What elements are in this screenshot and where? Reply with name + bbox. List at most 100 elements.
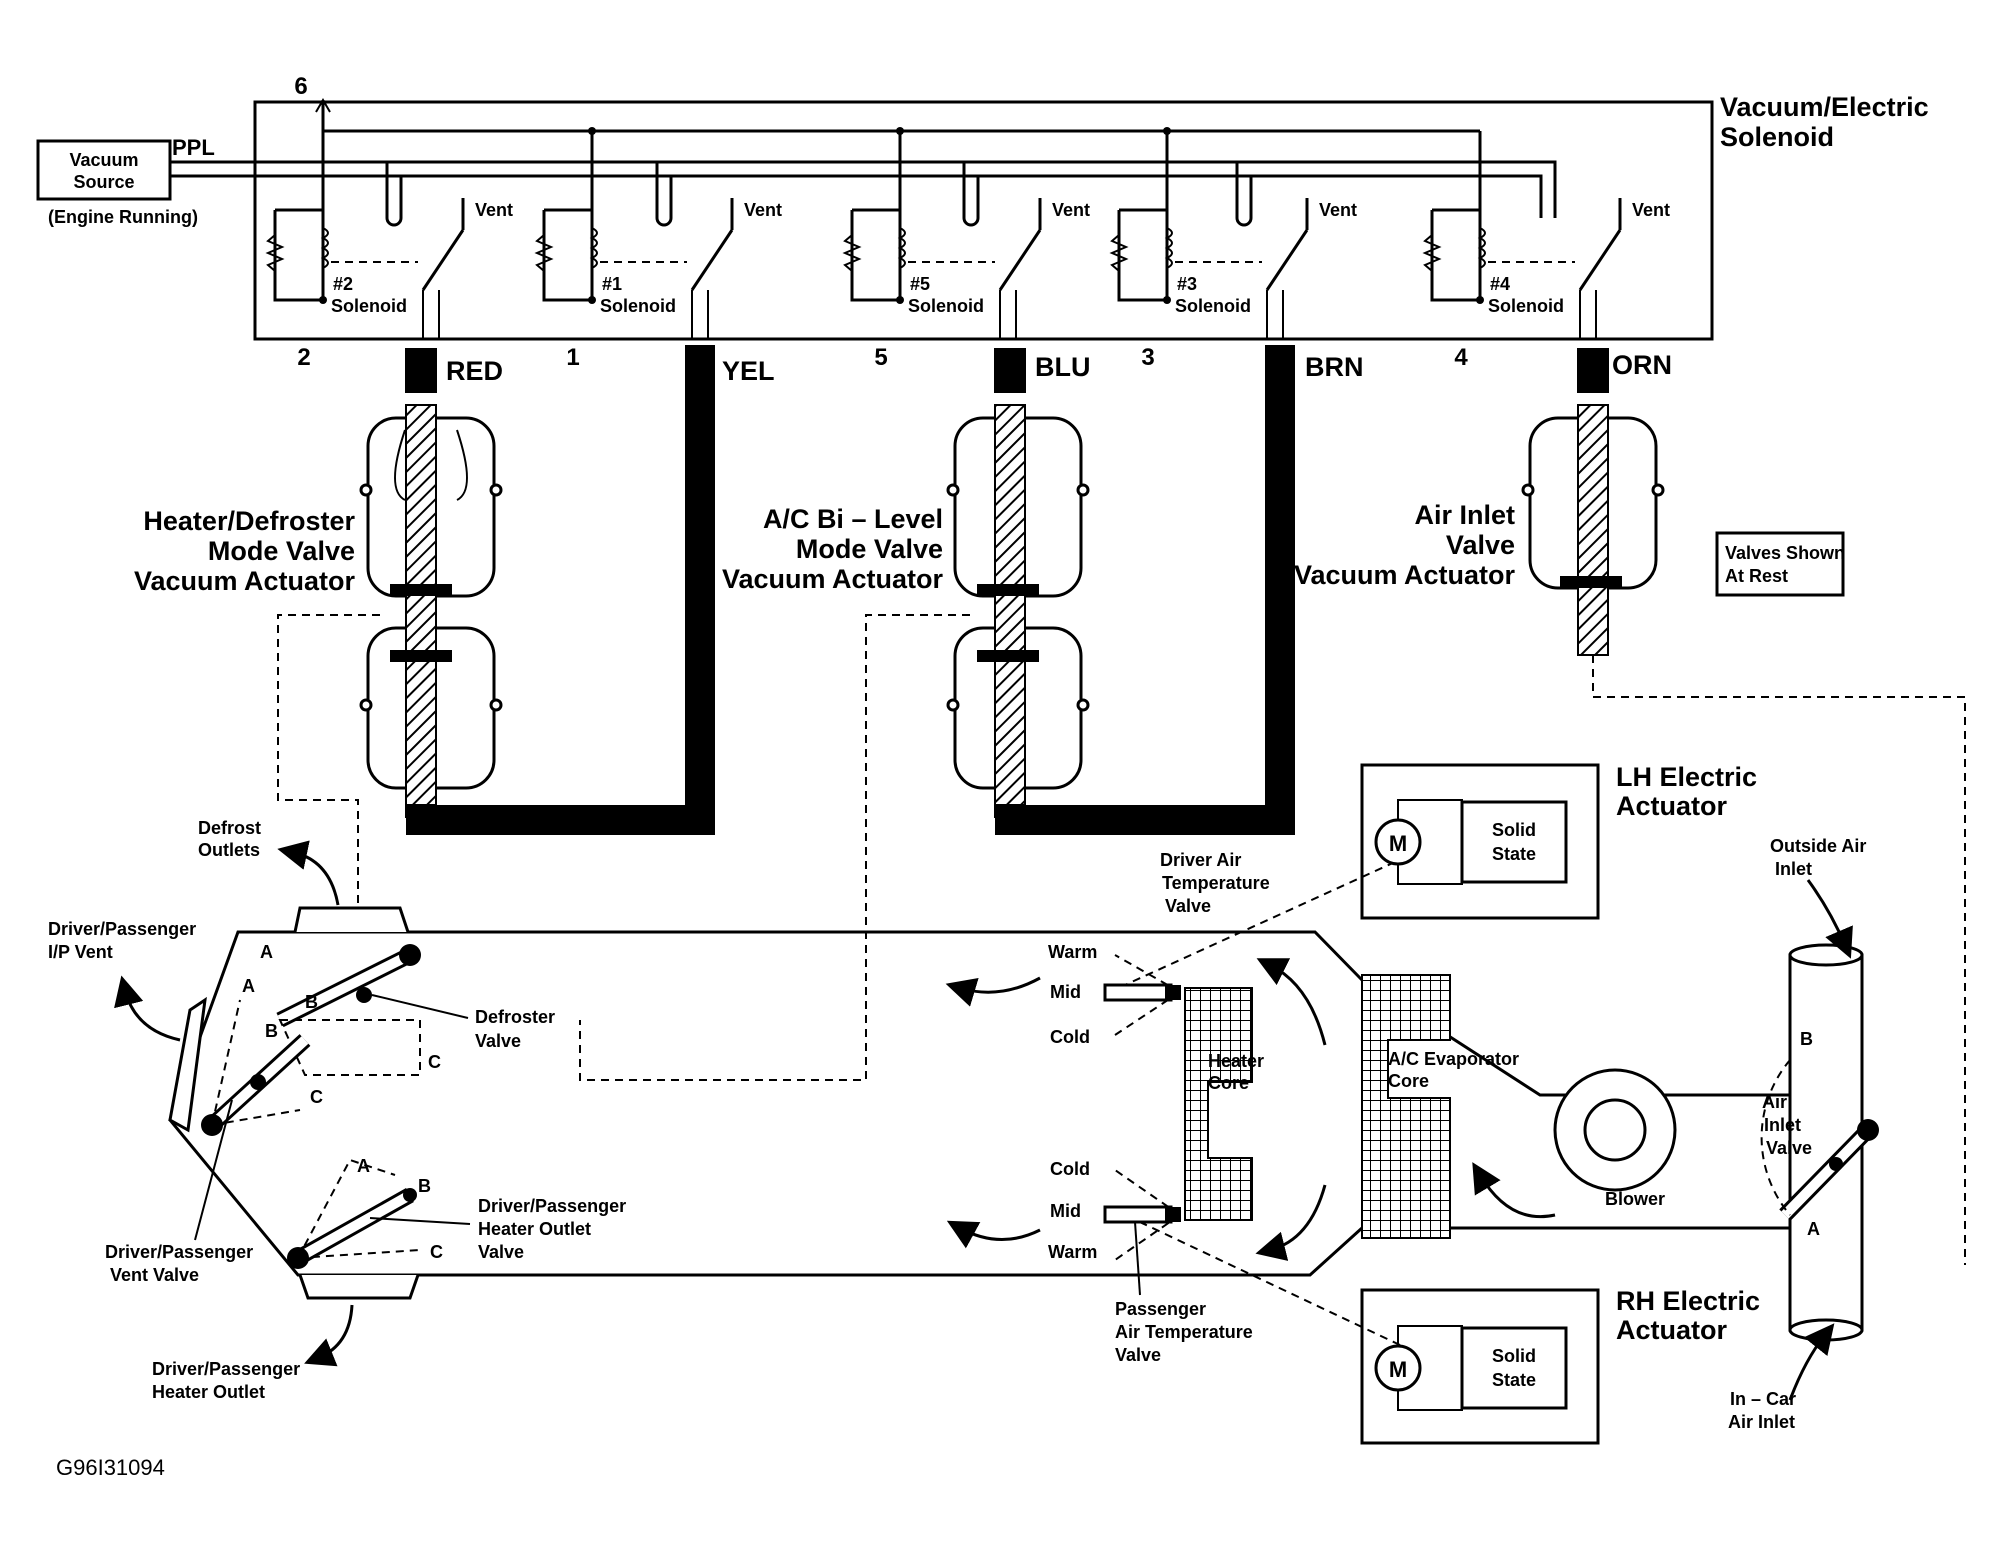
rh-electric-actuator: M Solid State RH Electric Actuator — [1360, 1286, 1760, 1445]
ip-vent-line2: I/P Vent — [48, 942, 113, 962]
air-inlet-valve-line3: Valve — [1766, 1138, 1812, 1158]
upper-temp-mid: Mid — [1050, 982, 1081, 1002]
figure-id: G96I31094 — [56, 1455, 165, 1480]
vent-switch — [690, 229, 734, 291]
terminal-6: 6 — [294, 73, 307, 100]
solenoid-number: #1 — [602, 274, 622, 294]
rh-actuator-line2: Actuator — [1616, 1315, 1727, 1345]
rh-motor-label: M — [1389, 1357, 1407, 1382]
vent-output — [1579, 290, 1597, 338]
solenoid-coil — [1477, 227, 1486, 269]
vent-label: Vent — [1052, 200, 1090, 220]
solenoid-frame — [1430, 162, 1482, 302]
solenoid-number: #4 — [1490, 274, 1510, 294]
ip-vent-line1: Driver/Passenger — [48, 919, 196, 939]
vent-output — [691, 290, 709, 338]
driver-temp-line1: Driver Air — [1160, 850, 1241, 870]
driver-temp-line2: Temperature — [1162, 873, 1270, 893]
air-inlet-act-line2: Valve — [1446, 530, 1515, 560]
passenger-temp-line2: Air Temperature — [1115, 1322, 1253, 1342]
solenoid-box: Vacuum/Electric Solenoid 6 — [170, 73, 1929, 341]
vent-switch — [421, 229, 465, 291]
vent-pos-b: B — [265, 1021, 278, 1041]
lower-temp-cold: Cold — [1050, 1159, 1090, 1179]
air-inlet-valve-line2: Inlet — [1764, 1115, 1801, 1135]
heater-outlet-valve-line2: Heater Outlet — [478, 1219, 591, 1239]
evaporator-line1: A/C Evaporator — [1388, 1049, 1519, 1069]
solenoid-frame — [542, 162, 594, 302]
air-inlet-act-line3: Vacuum Actuator — [1294, 560, 1516, 590]
engine-running-note: (Engine Running) — [48, 207, 198, 227]
rh-solid-line2: State — [1492, 1370, 1536, 1390]
valves-shown-note: Valves Shown At Rest — [1715, 531, 1845, 597]
defroster-valve-line1: Defroster — [475, 1007, 555, 1027]
outside-air-line1: Outside Air — [1770, 836, 1866, 856]
solenoid-node — [319, 296, 327, 304]
lh-solid-line1: Solid — [1492, 820, 1536, 840]
lower-temp-warm: Warm — [1048, 1242, 1097, 1262]
valves-shown-line1: Valves Shown — [1725, 543, 1845, 563]
solenoid-sub: Solenoid — [600, 296, 676, 316]
vent-pos-a: A — [242, 976, 255, 996]
solenoid-sub: Solenoid — [908, 296, 984, 316]
passenger-temp-line3: Valve — [1115, 1345, 1161, 1365]
vent-output — [1266, 290, 1284, 338]
linkages — [277, 614, 1966, 1346]
passenger-temp-line1: Passenger — [1115, 1299, 1206, 1319]
upper-temp-warm: Warm — [1048, 942, 1097, 962]
air-inlet-actuator: Air Inlet Valve Vacuum Actuator — [1294, 404, 1665, 656]
solenoid-units: #2SolenoidVent2#1SolenoidVent1#5Solenoid… — [265, 162, 1670, 371]
heater-pos-b: B — [418, 1176, 431, 1196]
vent-valve-line2: Vent Valve — [110, 1265, 199, 1285]
ac-bilevel-line3: Vacuum Actuator — [722, 564, 944, 594]
ac-bilevel-actuator: A/C Bi – Level Mode Valve Vacuum Actuato… — [722, 404, 1090, 806]
lh-solid-line2: State — [1492, 844, 1536, 864]
solenoid-resistor — [842, 234, 862, 272]
vent-label: Vent — [475, 200, 513, 220]
heater-outlet-valve-line3: Valve — [478, 1242, 524, 1262]
hvac-duct: Blower Heater Core A/C Evaporator Core — [168, 906, 1864, 1342]
heater-defroster-line2: Mode Valve — [208, 536, 355, 566]
defrost-outlets-line2: Outlets — [198, 840, 260, 860]
hose-color-brn: BRN — [1305, 352, 1364, 382]
heater-pos-a: A — [357, 1156, 370, 1176]
vent-pos-c: C — [310, 1087, 323, 1107]
solenoid-node — [588, 296, 596, 304]
outside-air-line2: Inlet — [1775, 859, 1812, 879]
lh-actuator-line1: LH Electric — [1616, 762, 1757, 792]
mode-valves — [201, 944, 1879, 1269]
heater-defroster-actuator: Heater/Defroster Mode Valve Vacuum Actua… — [134, 404, 503, 806]
solenoid-box-title-line1: Vacuum/Electric — [1720, 92, 1929, 122]
vent-label: Vent — [1632, 200, 1670, 220]
solenoid-resistor — [265, 234, 285, 272]
heater-core-line2: Core — [1208, 1073, 1249, 1093]
vent-switch — [1265, 229, 1309, 291]
vent-output — [999, 290, 1017, 338]
inlet-pos-b: B — [1800, 1029, 1813, 1049]
heater-outlet-line2: Heater Outlet — [152, 1382, 265, 1402]
solenoid-frame — [850, 162, 902, 302]
blower-label: Blower — [1605, 1189, 1665, 1209]
heater-pos-c: C — [430, 1242, 443, 1262]
incar-air-line1: In – Car — [1730, 1389, 1796, 1409]
rh-solid-line1: Solid — [1492, 1346, 1536, 1366]
hose-color-yel: YEL — [722, 356, 775, 386]
rh-actuator-line1: RH Electric — [1616, 1286, 1760, 1316]
solenoid-node — [1476, 296, 1484, 304]
vent-output — [422, 290, 440, 338]
lh-motor-label: M — [1389, 831, 1407, 856]
solenoid-coil — [320, 227, 329, 269]
heater-defroster-line1: Heater/Defroster — [143, 506, 355, 536]
evaporator-line2: Core — [1388, 1071, 1429, 1091]
solenoid-node — [896, 296, 904, 304]
duct-labels: Defrost Outlets Driver/Passenger I/P Ven… — [48, 818, 1866, 1432]
solenoid-number: #2 — [333, 274, 353, 294]
incar-air-line2: Air Inlet — [1728, 1412, 1795, 1432]
inlet-pos-a: A — [1807, 1219, 1820, 1239]
solenoid-number: #5 — [910, 274, 930, 294]
vent-label: Vent — [744, 200, 782, 220]
solenoid-sub: Solenoid — [331, 296, 407, 316]
ac-bilevel-line1: A/C Bi – Level — [763, 504, 943, 534]
defroster-pos-c: C — [428, 1052, 441, 1072]
solenoid-resistor — [1109, 234, 1129, 272]
